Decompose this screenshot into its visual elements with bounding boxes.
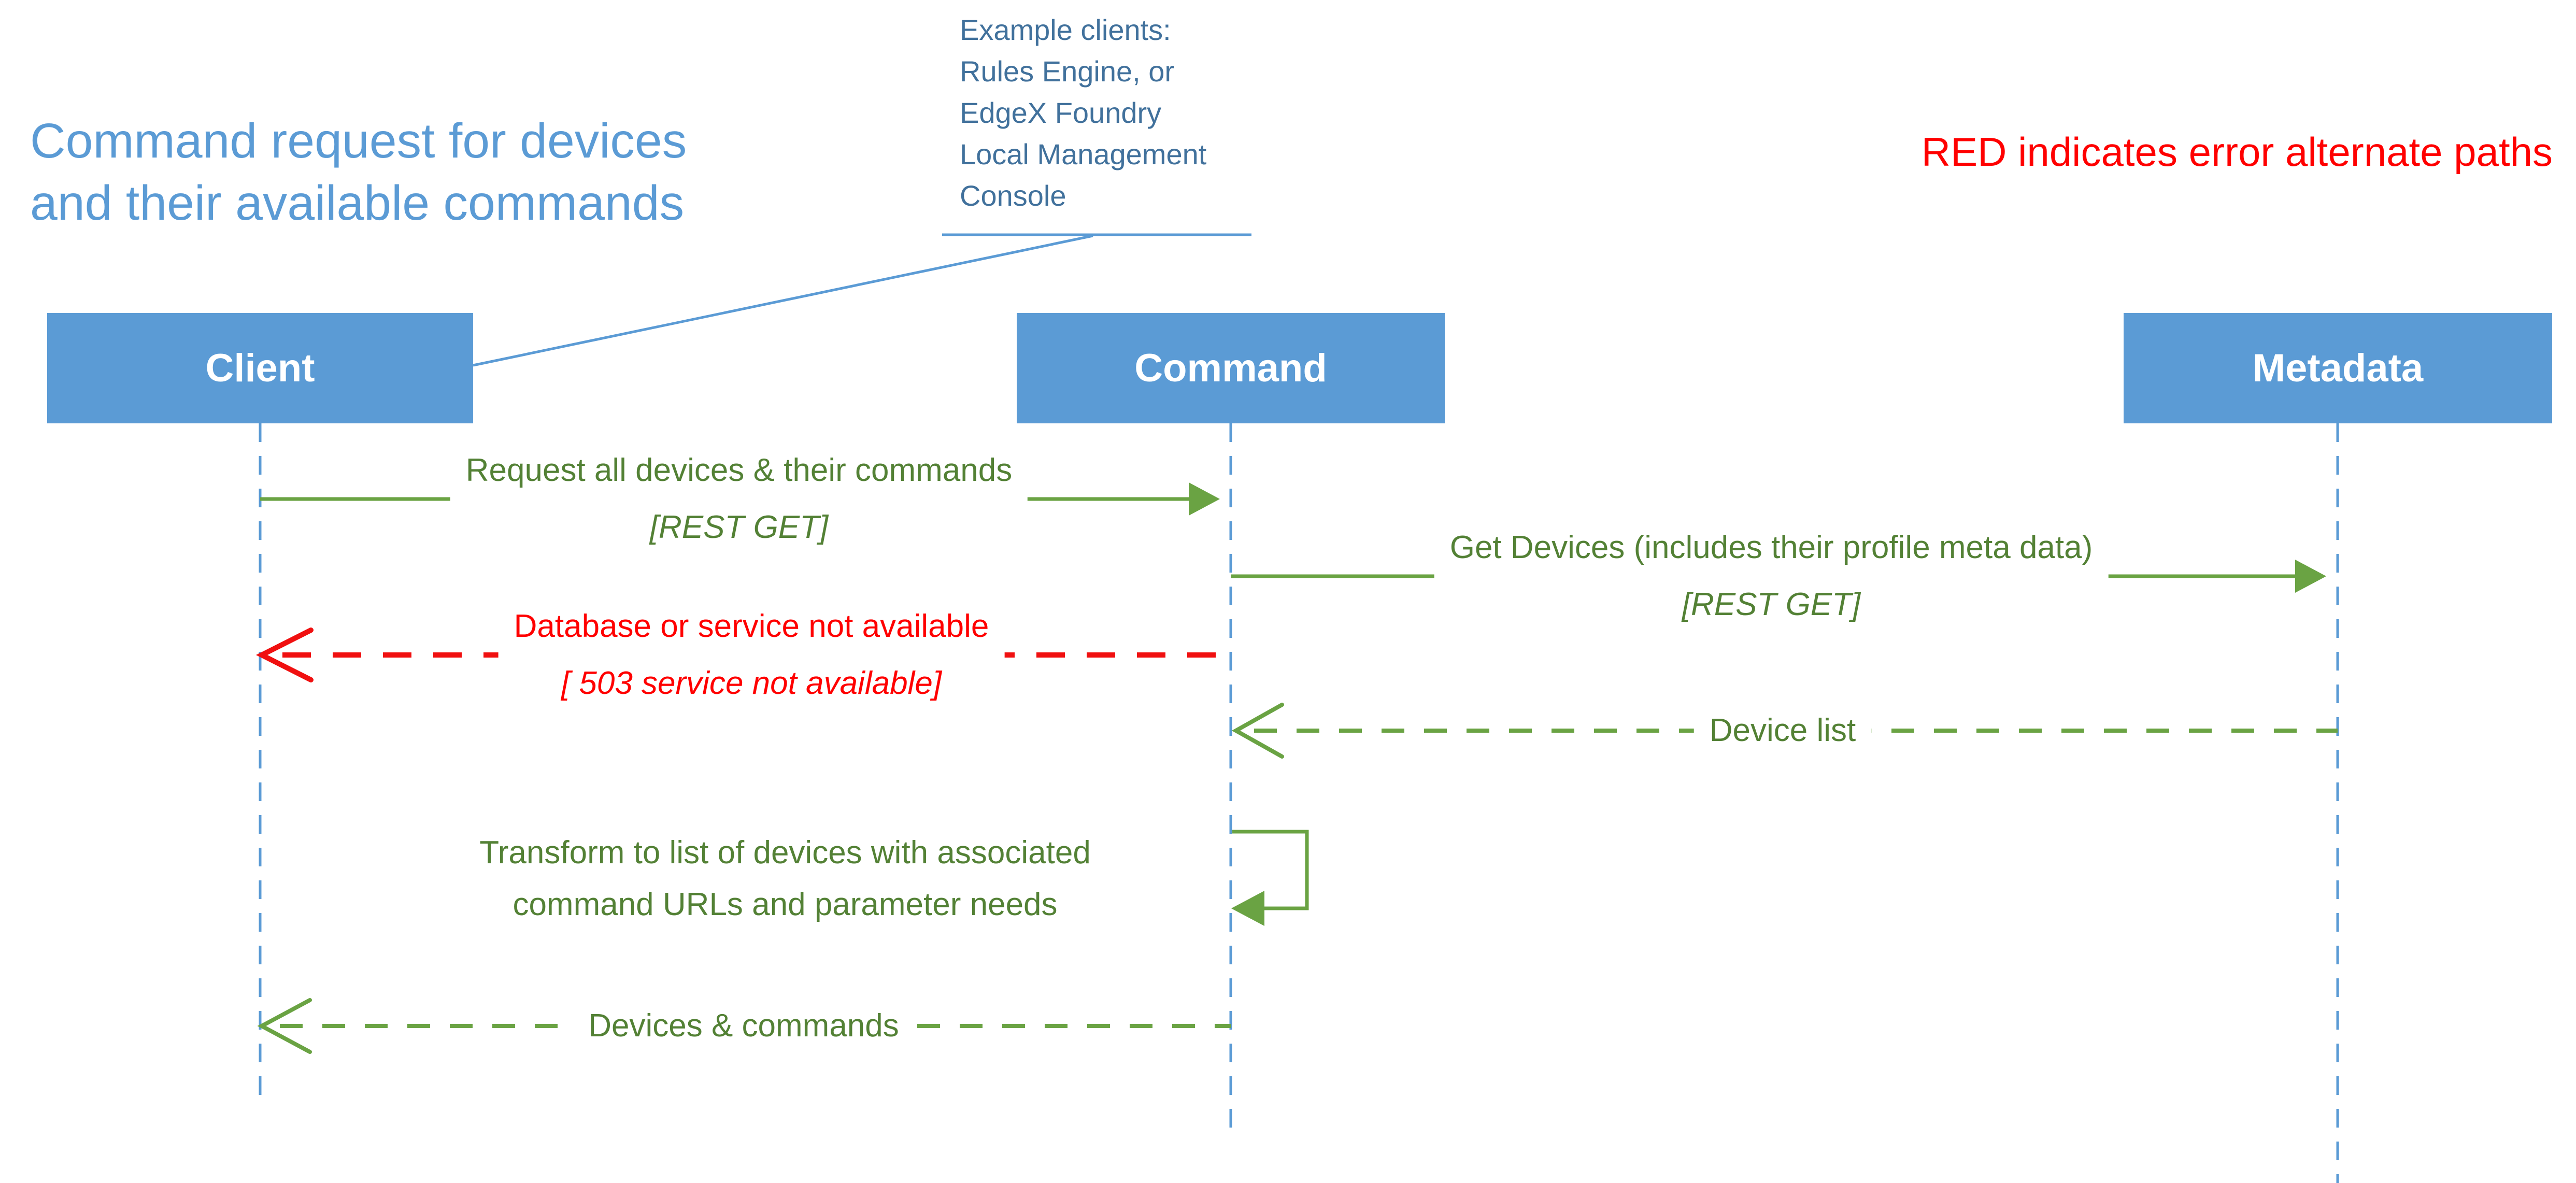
request-devices-label-group: Request all devices & their commands [RE… bbox=[450, 449, 1028, 549]
get-devices-sublabel: [REST GET] bbox=[1682, 587, 1861, 622]
get-devices-arrowhead bbox=[2295, 560, 2326, 593]
note-callout-line bbox=[473, 234, 1093, 367]
error-sublabel: [ 503 service not available] bbox=[561, 665, 942, 701]
transform-label-group: Transform to list of devices with associ… bbox=[479, 827, 1091, 931]
self-loop-line bbox=[1232, 830, 1309, 910]
transform-label-line-1: Transform to list of devices with associ… bbox=[479, 835, 1091, 871]
example-clients-note: Example clients: Rules Engine, or EdgeX … bbox=[960, 9, 1206, 217]
actor-command-label: Command bbox=[1134, 346, 1327, 390]
actor-metadata-label: Metadata bbox=[2252, 346, 2424, 390]
note-line-3: EdgeX Foundry bbox=[960, 96, 1162, 129]
error-arrowhead bbox=[255, 628, 314, 682]
transform-label-line-2: command URLs and parameter needs bbox=[513, 887, 1058, 922]
red-legend: RED indicates error alternate paths bbox=[1921, 129, 2553, 175]
note-line-1: Example clients: bbox=[960, 13, 1171, 46]
request-devices-label: Request all devices & their commands bbox=[465, 452, 1013, 488]
request-devices-sublabel: [REST GET] bbox=[649, 509, 829, 545]
note-line-5: Console bbox=[960, 179, 1066, 212]
actor-metadata: Metadata bbox=[2124, 313, 2552, 423]
note-line-4: Local Management bbox=[960, 138, 1207, 170]
get-devices-label-group: Get Devices (includes their profile meta… bbox=[1434, 526, 2109, 626]
get-devices-label: Get Devices (includes their profile meta… bbox=[1449, 530, 2093, 565]
diagram-title: Command request for devices and their av… bbox=[30, 110, 687, 234]
devices-commands-label: Devices & commands bbox=[588, 1008, 899, 1044]
error-label-group: Database or service not available [ 503 … bbox=[498, 605, 1005, 705]
diagram-title-line-1: Command request for devices bbox=[30, 113, 687, 168]
device-list-label: Device list bbox=[1709, 712, 1856, 748]
self-loop-arrowhead bbox=[1231, 891, 1264, 926]
request-devices-arrowhead bbox=[1189, 482, 1220, 516]
note-line-2: Rules Engine, or bbox=[960, 55, 1175, 88]
actor-client-label: Client bbox=[205, 346, 315, 390]
device-list-arrowhead bbox=[1231, 703, 1284, 759]
diagram-title-line-2: and their available commands bbox=[30, 176, 685, 231]
actor-client: Client bbox=[47, 313, 473, 423]
actor-command: Command bbox=[1017, 313, 1445, 423]
device-list-label-group: Device list bbox=[1693, 709, 1872, 752]
devices-commands-label-group: Devices & commands bbox=[573, 1004, 915, 1048]
error-label: Database or service not available bbox=[514, 608, 989, 644]
devices-commands-arrowhead bbox=[257, 998, 312, 1054]
